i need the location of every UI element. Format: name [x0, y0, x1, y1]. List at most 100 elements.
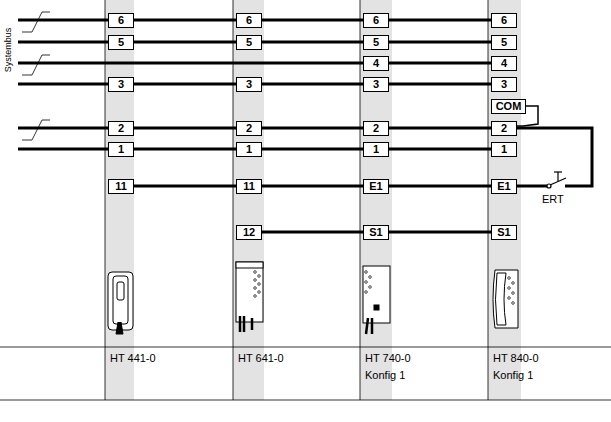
terminal-number: 5: [246, 36, 252, 48]
ert-switch: [547, 172, 566, 188]
bus-wire: [262, 19, 363, 22]
bus-wire: [134, 185, 236, 188]
terminal-box: COM: [491, 99, 526, 114]
terminal-box: 2: [108, 121, 134, 136]
ht441-drawing: [108, 272, 133, 334]
bus-wire: [389, 83, 491, 86]
key-dot: [365, 281, 368, 284]
bus-label: Systembus: [3, 28, 13, 73]
terminal-box: 3: [236, 77, 262, 92]
ht840-drawing: [493, 270, 518, 328]
key-dot: [369, 286, 372, 289]
device-detail: [374, 305, 379, 310]
switch-label: ERT: [542, 193, 564, 206]
terminal-number: 6: [373, 14, 379, 26]
bus-wire: [262, 83, 363, 86]
terminal-box: 11: [108, 179, 134, 194]
key-dot: [254, 287, 257, 290]
terminal-box: 6: [108, 13, 134, 28]
column-line: [233, 0, 234, 400]
terminal-number: 5: [501, 36, 507, 48]
terminal-box: 2: [491, 121, 517, 136]
device-band: [233, 0, 264, 400]
device-handset: [113, 276, 128, 324]
terminal-number: 3: [501, 78, 507, 90]
key-dot: [365, 271, 368, 274]
device-band: [360, 0, 392, 400]
terminal-number: E1: [497, 180, 510, 192]
terminal-number: COM: [496, 100, 522, 112]
key-dot: [512, 282, 515, 285]
column-line: [488, 0, 489, 400]
device-label: HT 840-0: [493, 352, 539, 365]
bus-wire: [389, 62, 491, 65]
bus-wire: [262, 231, 363, 234]
terminal-number: 6: [118, 14, 124, 26]
terminal-box: 2: [236, 121, 262, 136]
key-dot: [512, 302, 515, 305]
bus-wire: [262, 127, 363, 130]
terminal-number: 2: [118, 122, 124, 134]
break-marks: [22, 12, 50, 140]
terminal-box: 5: [491, 35, 517, 50]
column-line: [360, 0, 361, 400]
terminal-number: 1: [118, 143, 124, 155]
device-housing: [108, 272, 133, 330]
terminal-number: 11: [115, 180, 127, 192]
key-dot: [254, 295, 257, 298]
device-housing: [363, 266, 390, 323]
ert-wire: [517, 185, 547, 188]
bus-wire: [134, 148, 236, 151]
device-band: [488, 0, 521, 400]
terminal-number: 12: [243, 226, 255, 238]
terminal-box: 4: [363, 56, 389, 71]
key-dot: [258, 275, 261, 278]
terminal-box: 3: [363, 77, 389, 92]
terminal-number: 5: [118, 36, 124, 48]
switch-button: [554, 171, 562, 172]
table-lines: [0, 0, 611, 400]
bus-wire: [18, 19, 108, 22]
ert-wire: [517, 128, 592, 186]
table-rule: [0, 400, 611, 401]
terminal-number: 6: [246, 14, 252, 26]
bus-wire: [18, 148, 108, 151]
device-housing: [236, 262, 263, 322]
device-handle: [240, 316, 252, 332]
bus-wire: [389, 231, 491, 234]
terminal-number: 11: [243, 180, 255, 192]
device-cord: [116, 322, 123, 334]
terminal-box: 4: [491, 56, 517, 71]
key-dot: [254, 271, 257, 274]
terminal-number: 2: [246, 122, 252, 134]
terminal-number: 3: [246, 78, 252, 90]
key-dot: [254, 279, 257, 282]
terminal-box: 1: [108, 142, 134, 157]
terminal-number: 3: [118, 78, 124, 90]
bus-wire: [389, 148, 491, 151]
device-handle: [366, 318, 372, 334]
break-mark: [22, 120, 50, 140]
bus-wire: [389, 127, 491, 130]
bus-wire: [262, 185, 363, 188]
terminal-box: 2: [363, 121, 389, 136]
terminal-box: 3: [108, 77, 134, 92]
ht740-drawing: [363, 266, 390, 334]
device-detail: [236, 262, 263, 268]
terminal-number: 1: [373, 143, 379, 155]
terminal-number: 4: [501, 57, 507, 69]
bus-wire: [389, 19, 491, 22]
terminal-box: 3: [491, 77, 517, 92]
bus-wire: [134, 41, 236, 44]
bus-wire: [389, 185, 491, 188]
terminal-number: 2: [373, 122, 379, 134]
device-housing: [493, 270, 518, 328]
device-label: Konfig 1: [365, 369, 405, 382]
key-dot: [369, 276, 372, 279]
terminal-box: 5: [108, 35, 134, 50]
terminal-box: 1: [236, 142, 262, 157]
key-dot: [258, 283, 261, 286]
terminal-box: 5: [236, 35, 262, 50]
terminal-number: 3: [373, 78, 379, 90]
bus-wire: [389, 41, 491, 44]
